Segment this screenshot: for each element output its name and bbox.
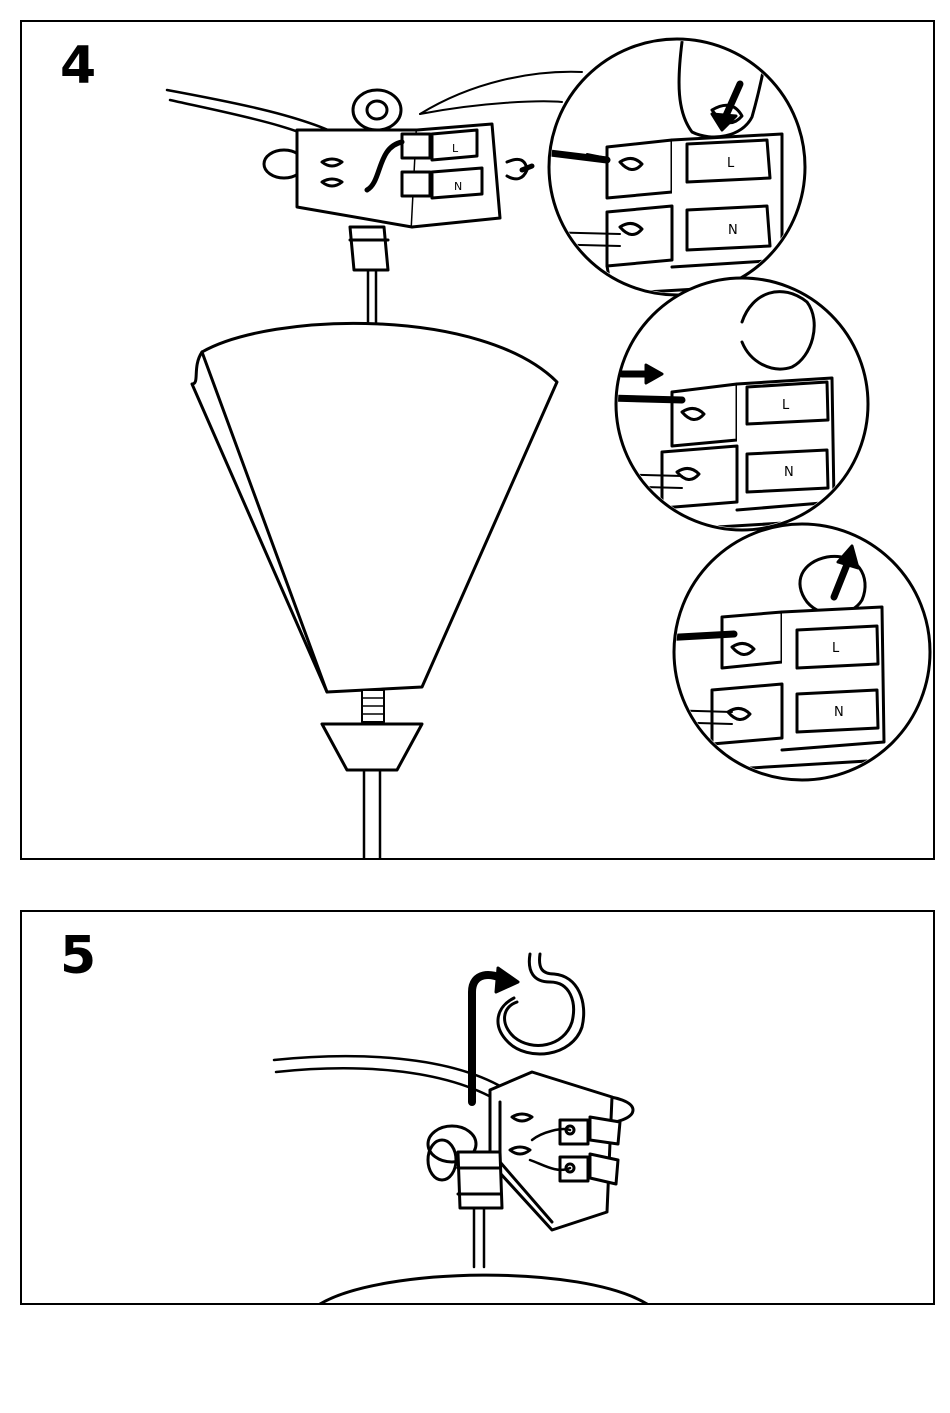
ceiling-hook xyxy=(498,954,584,1054)
neutral-mark: N xyxy=(454,180,462,193)
lamp-shade xyxy=(192,323,557,692)
svg-text:N: N xyxy=(784,465,794,480)
step-5-illustration xyxy=(22,912,935,1305)
cable-grip xyxy=(458,1152,502,1208)
connector-block xyxy=(490,1072,620,1230)
live-mark: L xyxy=(452,142,459,155)
svg-text:L: L xyxy=(782,398,790,413)
detail-1-press-lever: L N xyxy=(542,22,805,295)
svg-text:N: N xyxy=(834,705,844,720)
detail-3-release-lever: L N xyxy=(662,524,930,780)
step-5-panel: 5 xyxy=(20,910,935,1305)
step-4-panel: 4 L N xyxy=(20,20,935,860)
connector-block: L N xyxy=(297,124,500,227)
pendant-cord xyxy=(368,270,376,322)
hook-ring xyxy=(353,90,401,130)
pendant-cord xyxy=(474,1208,484,1267)
cable-grip xyxy=(350,227,388,270)
svg-text:N: N xyxy=(728,223,738,238)
svg-text:L: L xyxy=(727,156,735,171)
detail-2-insert-wire: L N xyxy=(607,278,868,530)
step-4-illustration: L N xyxy=(22,22,935,860)
lamp-shade xyxy=(320,1275,647,1304)
svg-text:L: L xyxy=(832,641,840,656)
threaded-nut xyxy=(322,690,422,770)
